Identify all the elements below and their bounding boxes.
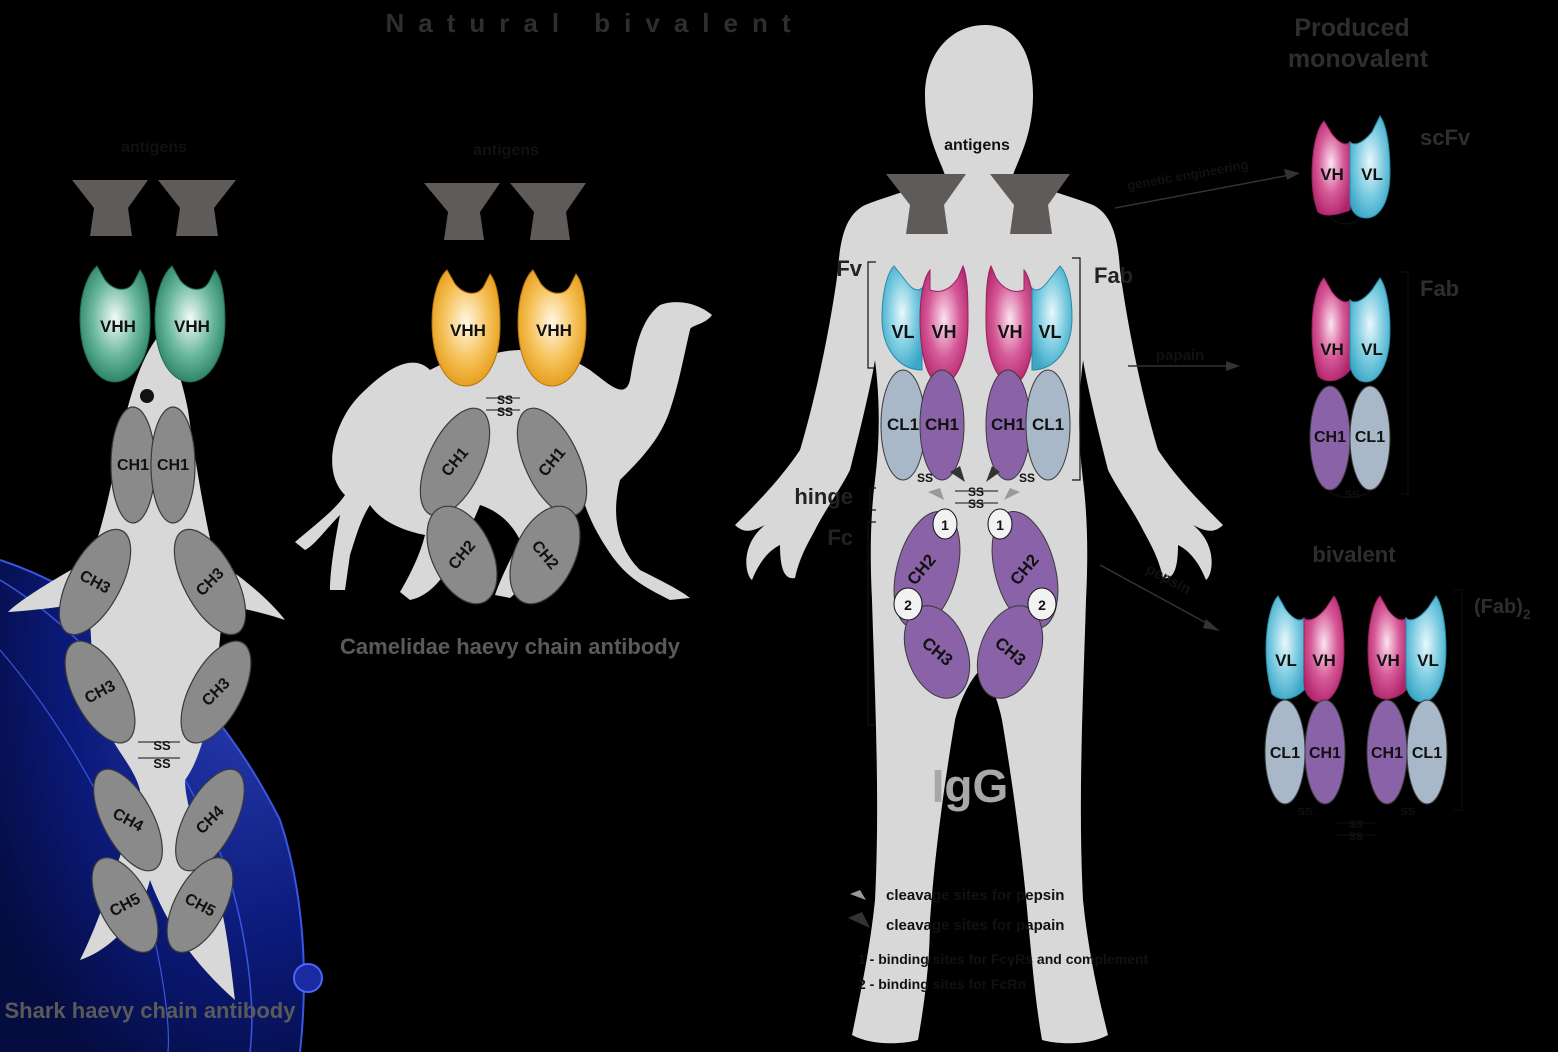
papain-site-icon	[848, 912, 870, 928]
fv-label: Fv	[836, 256, 862, 281]
ss-label: SS	[1298, 806, 1313, 818]
fab2-fragment: VL VH VH VL CL1 CH1 CH1 CL1 SS SS SS SS	[1265, 596, 1447, 843]
shark-vhh-right: VHH	[155, 266, 225, 382]
arrow-head-icon	[1284, 169, 1300, 180]
ss-label: SS	[1345, 489, 1360, 501]
shark-title: Shark haevy chain antibody	[5, 998, 297, 1023]
vhh-label: VHH	[100, 317, 136, 336]
ch1-label: CH1	[117, 457, 149, 474]
vhh-label: VHH	[536, 321, 572, 340]
legend-note-2: 2 - binding sites for FcRn	[858, 976, 1026, 992]
scfv-fragment: VH VL	[1312, 116, 1390, 224]
site-1-label: 1	[941, 517, 949, 533]
globe-dot	[294, 964, 322, 992]
vhh-label: VHH	[450, 321, 486, 340]
ss-label: SS	[1349, 819, 1364, 831]
produced-title-line1: Produced	[1294, 14, 1409, 42]
scfv-label: scFv	[1420, 125, 1471, 150]
papain-arrow-label: papain	[1156, 347, 1204, 364]
cl1-label: CL1	[1032, 415, 1064, 434]
genetic-label: genetic engineering	[1126, 157, 1250, 193]
vl-label: VL	[1417, 651, 1439, 670]
vhh-label: VHH	[174, 317, 210, 336]
ss-label: SS	[1401, 806, 1416, 818]
antigen-icon	[72, 180, 148, 236]
vh-label: VH	[997, 322, 1022, 342]
antigen-icon	[510, 183, 586, 240]
produced-fab-label: Fab	[1420, 276, 1459, 301]
legend-papain: cleavage sites for papain	[886, 917, 1064, 934]
antigen-icon	[158, 180, 236, 236]
arrow-head-icon	[1226, 361, 1240, 371]
ch1-label: CH1	[1309, 745, 1341, 762]
bivalent-label: bivalent	[1312, 542, 1396, 567]
natural-bivalent-title: Natural bivalent	[385, 8, 804, 38]
ss-label: SS	[497, 405, 513, 419]
shark-vhh-left: VHH	[80, 266, 150, 382]
fab-label: Fab	[1094, 263, 1133, 288]
vl-label: VL	[1275, 651, 1297, 670]
antigen-icon	[424, 183, 500, 240]
vl-label: VL	[1361, 165, 1383, 184]
camel-vhh-left: VHH	[432, 270, 500, 386]
legend-pepsin: cleavage sites for pepsin	[886, 887, 1064, 904]
camel-title: Camelidae haevy chain antibody	[340, 634, 681, 659]
ch1-label: CH1	[991, 415, 1025, 434]
vh-label: VH	[1376, 651, 1400, 670]
legend-note-1: 1 - binding sites for FcγRs and compleme…	[858, 951, 1148, 967]
site-2-label: 2	[1038, 597, 1046, 613]
ch1-label: CH1	[925, 415, 959, 434]
fab-bracket	[1400, 272, 1408, 494]
fab2-bracket	[1454, 590, 1462, 810]
ch1-label: CH1	[1314, 429, 1346, 446]
fc-label: Fc	[827, 525, 853, 550]
ss-label: SS	[1019, 471, 1035, 485]
igg-label: IgG	[932, 760, 1009, 812]
vh-label: VH	[1320, 340, 1344, 359]
ss-label: SS	[1349, 831, 1364, 843]
camel-antigens	[424, 183, 586, 240]
ss-label: SS	[153, 756, 171, 771]
camel-silhouette	[295, 302, 712, 600]
vh-label: VH	[1312, 651, 1336, 670]
camel-vhh-right: VHH	[518, 270, 586, 386]
cl1-label: CL1	[1355, 429, 1385, 446]
shark-antigens-label: antigens	[121, 139, 187, 156]
ss-label: SS	[968, 497, 984, 511]
cl1-label: CL1	[887, 415, 919, 434]
ss-label: SS	[153, 738, 171, 753]
arrow-head-icon	[1203, 619, 1220, 631]
produced-title-line2: monovalent	[1288, 45, 1429, 73]
vh-label: VH	[931, 322, 956, 342]
hinge-label: hinge	[794, 484, 853, 509]
fab-fragment: VH VL CH1 CL1 SS	[1310, 278, 1390, 501]
site-1-label: 1	[996, 517, 1004, 533]
cl1-label: CL1	[1270, 745, 1300, 762]
fab2-label: (Fab)2	[1474, 596, 1531, 622]
vl-label: VL	[1038, 322, 1061, 342]
human-antigens-label: antigens	[944, 137, 1010, 154]
vl-label: VL	[891, 322, 914, 342]
pepsin-site-icon	[850, 890, 866, 900]
ch1-label: CH1	[157, 457, 189, 474]
ss-label: SS	[917, 471, 933, 485]
site-2-label: 2	[904, 597, 912, 613]
ch1-label: CH1	[1371, 745, 1403, 762]
cl1-label: CL1	[1412, 745, 1442, 762]
vh-label: VH	[1320, 165, 1344, 184]
camel-antigens-label: antigens	[473, 142, 539, 159]
shark-antigens	[72, 180, 236, 236]
vl-label: VL	[1361, 340, 1383, 359]
